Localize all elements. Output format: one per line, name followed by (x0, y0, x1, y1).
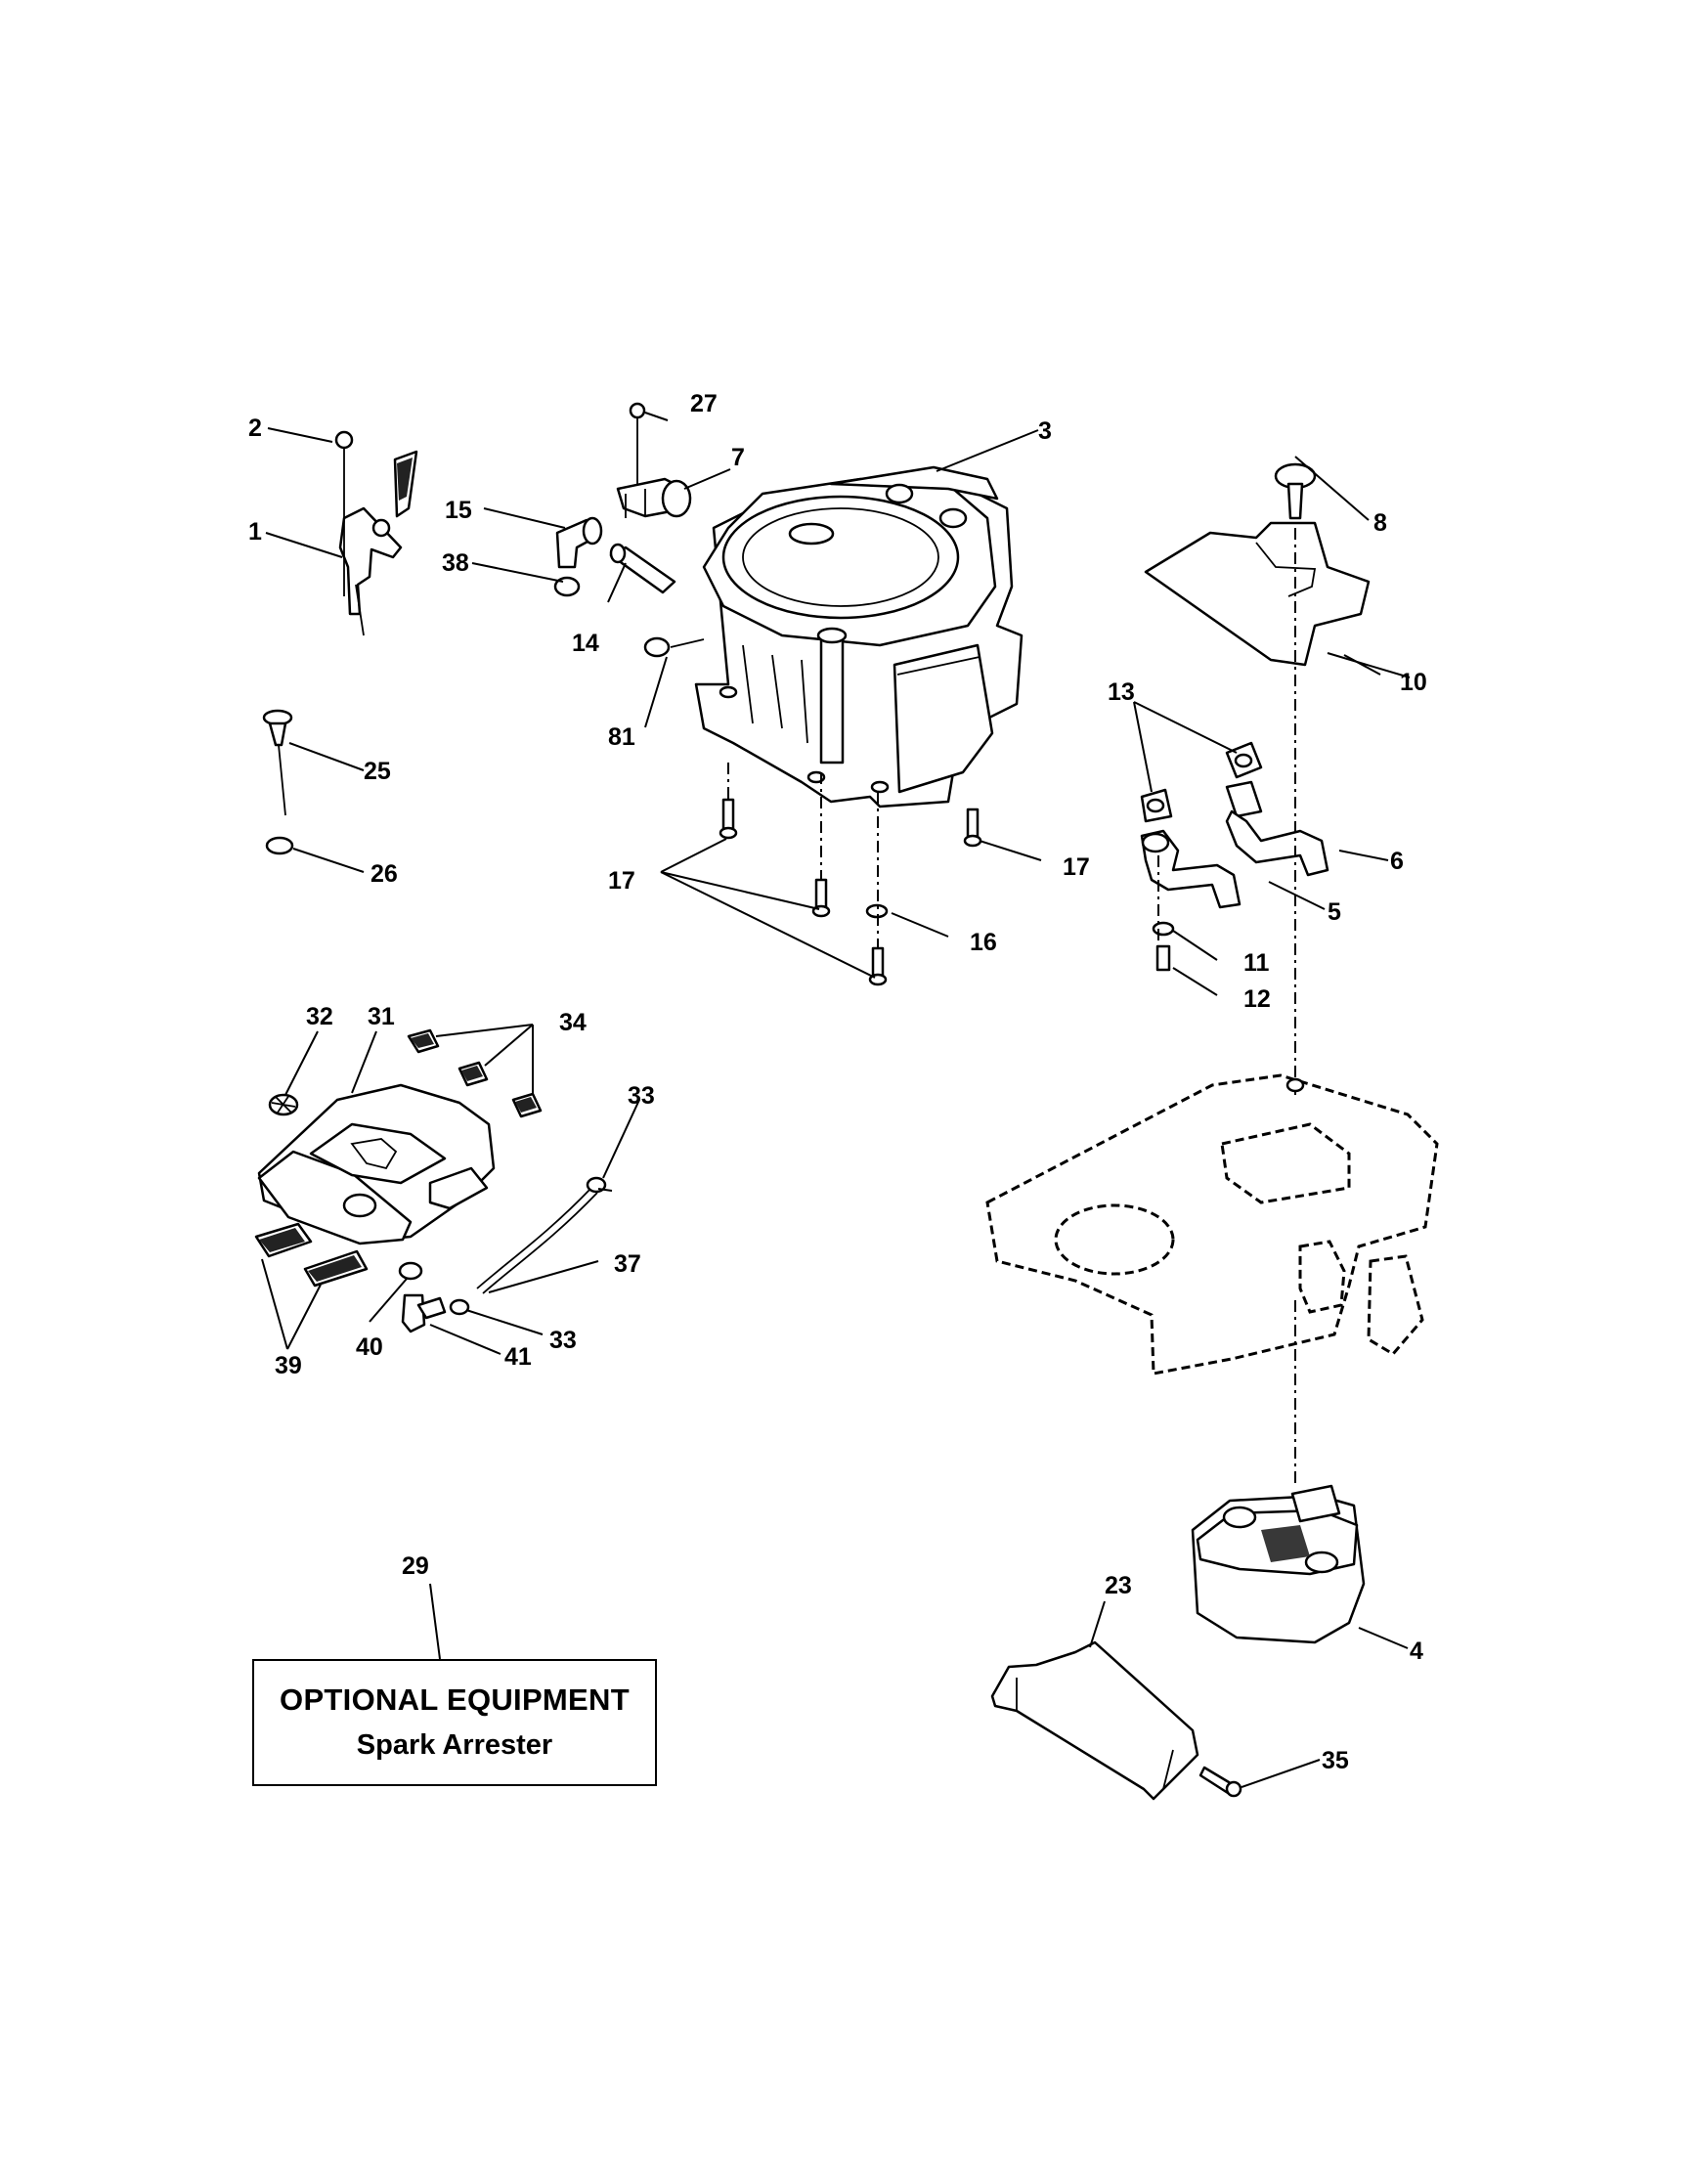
callout-41: 41 (504, 1343, 532, 1371)
callout-33-top: 33 (628, 1082, 655, 1110)
callout-15: 15 (445, 497, 472, 524)
callout-40: 40 (356, 1333, 383, 1361)
chassis-frame-part (985, 528, 1439, 1486)
optional-equipment-box: OPTIONAL EQUIPMENT Spark Arrester (252, 1659, 657, 1786)
muffler-part (1191, 1484, 1366, 1644)
callout-81: 81 (608, 723, 635, 751)
engine-mount-bolts (719, 763, 982, 986)
throttle-control-part (334, 430, 418, 636)
callout-35: 35 (1322, 1747, 1349, 1774)
callout-8: 8 (1373, 509, 1387, 537)
callout-13: 13 (1108, 678, 1135, 706)
callout-3: 3 (1038, 417, 1052, 445)
callout-numbers: 1 2 3 4 5 6 7 8 10 11 12 13 14 15 16 17 … (248, 390, 1427, 1774)
callout-38: 38 (442, 549, 469, 577)
ignition-key-part (262, 709, 294, 855)
callout-32: 32 (306, 1003, 333, 1030)
callout-10: 10 (1400, 669, 1427, 696)
callout-29: 29 (402, 1552, 429, 1580)
callout-27: 27 (690, 390, 718, 417)
callout-33-bottom: 33 (549, 1327, 577, 1354)
callout-5: 5 (1328, 898, 1341, 926)
callout-39: 39 (275, 1352, 302, 1379)
callout-26: 26 (370, 860, 398, 888)
callout-14: 14 (572, 630, 599, 657)
callout-37: 37 (614, 1250, 641, 1278)
callout-23: 23 (1105, 1572, 1132, 1599)
callout-17-right: 17 (1063, 853, 1090, 881)
callout-1: 1 (248, 518, 262, 546)
callout-16: 16 (970, 929, 997, 956)
fuel-tank-assembly-parts (254, 1028, 607, 1333)
fuel-fittings-parts (553, 516, 705, 658)
exhaust-pipe-parts (1140, 741, 1329, 972)
callout-4: 4 (1410, 1638, 1423, 1665)
optional-equipment-title: OPTIONAL EQUIPMENT (280, 1682, 630, 1717)
callout-25: 25 (364, 758, 391, 785)
callout-leaders (261, 412, 1411, 1788)
optional-equipment-subtitle: Spark Arrester (356, 1729, 553, 1761)
callout-17-left: 17 (608, 867, 635, 895)
clamp-part (616, 402, 692, 518)
engine-part (694, 465, 1024, 808)
callout-34: 34 (559, 1009, 587, 1036)
callout-2: 2 (248, 415, 262, 442)
callout-11: 11 (1243, 949, 1270, 977)
spark-arrester-part (990, 1640, 1242, 1801)
callout-7: 7 (731, 444, 745, 471)
callout-12: 12 (1243, 985, 1271, 1013)
callout-31: 31 (368, 1003, 395, 1030)
callout-6: 6 (1390, 848, 1404, 875)
heat-shield-part (1144, 462, 1371, 667)
